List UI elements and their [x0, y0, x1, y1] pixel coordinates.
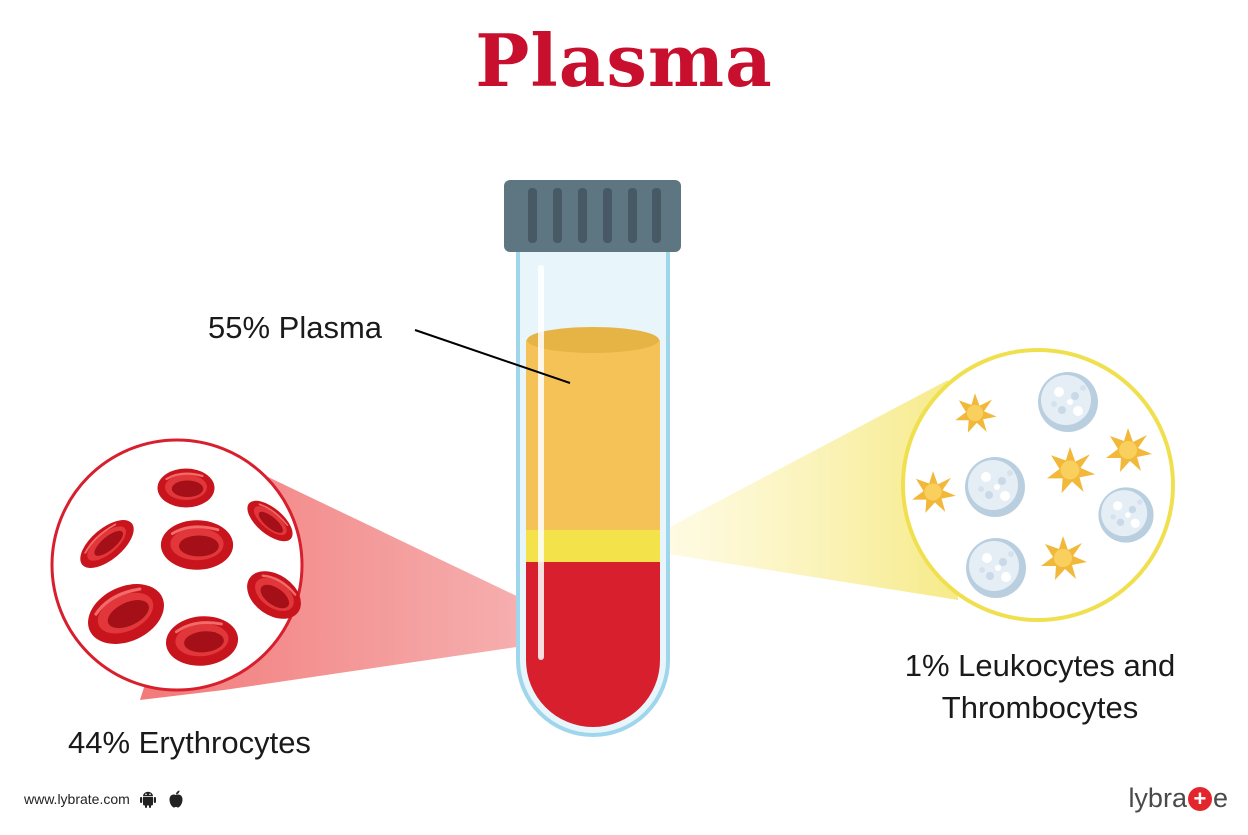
android-icon[interactable] [138, 789, 158, 809]
red-cells-layer [526, 562, 660, 727]
plasma-layer [526, 340, 660, 530]
leukocyte [1038, 372, 1098, 432]
erythrocyte-magnifier [50, 438, 312, 692]
leukocytes-label-line-1: 1% Leukocytes and [904, 648, 1176, 683]
leukocyte [1098, 487, 1154, 543]
test-tube [516, 246, 670, 737]
leukocyte [966, 538, 1026, 598]
footer: www.lybrate.com [24, 789, 186, 809]
website-link[interactable]: www.lybrate.com [24, 791, 130, 807]
leukocytes-label-line-2: Thrombocytes [941, 690, 1139, 725]
buffy-coat-zoom-beam [630, 380, 958, 600]
erythrocytes-label: 44% Erythrocytes [68, 725, 311, 760]
tube-cap [504, 180, 681, 252]
apple-icon[interactable] [166, 789, 186, 809]
red-blood-cell [156, 467, 216, 509]
lybrate-logo: lybra + e [1128, 783, 1228, 814]
red-blood-cell [159, 518, 235, 572]
leukocytes-label: 1% Leukocytes and Thrombocytes [860, 645, 1220, 729]
plasma-leader-line [414, 329, 571, 384]
plus-icon: + [1187, 786, 1212, 811]
logo-text-start: lybra [1128, 783, 1187, 813]
buffy-coat-layer [526, 530, 660, 562]
page-title: Plasma [475, 18, 773, 103]
logo-text-end: e [1212, 783, 1228, 813]
plasma-label: 55% Plasma [208, 310, 383, 345]
leukocyte [965, 457, 1025, 517]
leukocyte-magnifier [901, 348, 1175, 622]
